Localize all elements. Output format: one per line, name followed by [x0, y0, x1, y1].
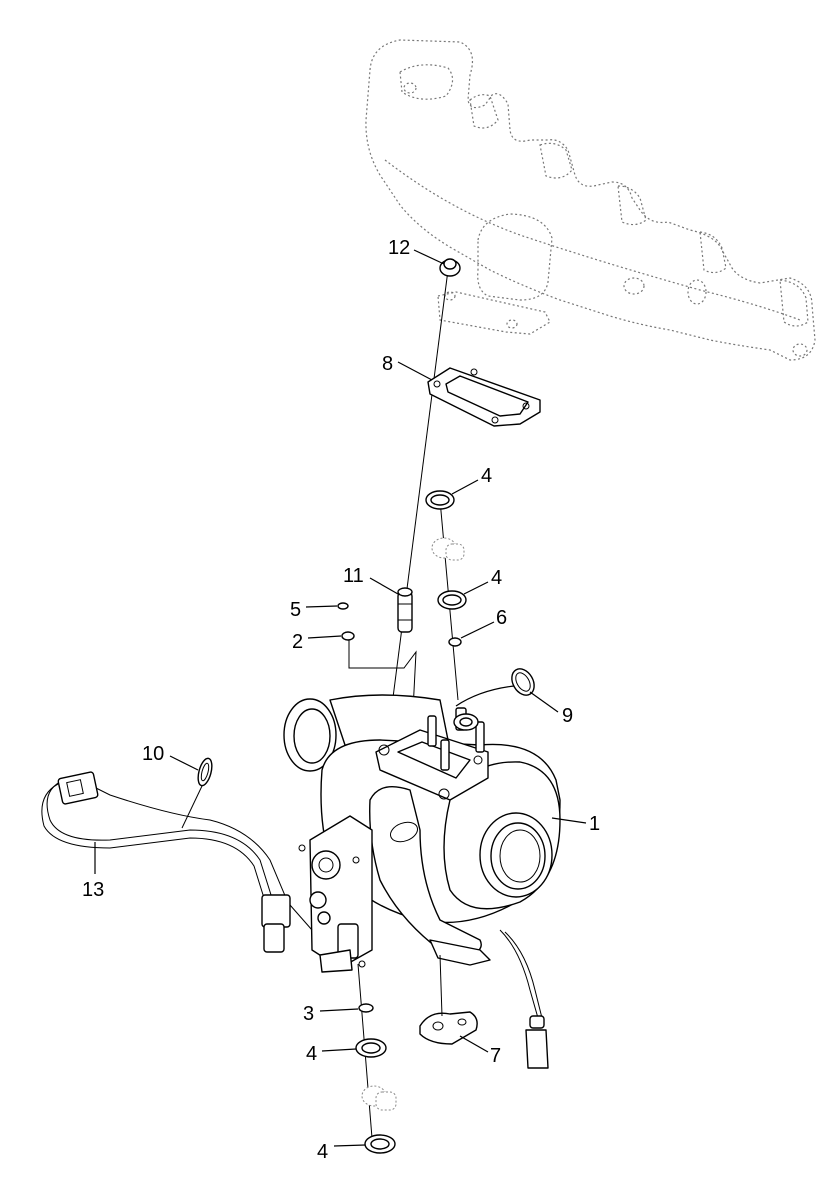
callout-4a: 4 — [451, 465, 492, 495]
callout-label-11: 11 — [343, 565, 364, 587]
callout-label-10: 10 — [142, 743, 164, 765]
callout-label-6: 6 — [496, 607, 507, 629]
clip-part-10 — [181, 757, 213, 829]
wiring-harness-part-13 — [41, 771, 313, 953]
callout-1: 1 — [551, 813, 600, 835]
oring-part-6 — [448, 637, 462, 647]
callout-6: 6 — [460, 607, 507, 639]
exhaust-manifold-phantom — [365, 39, 816, 361]
callouts: 12 8 4 11 4 5 6 2 — [82, 237, 600, 1163]
oring-part-5 — [337, 602, 349, 610]
callout-label-13: 13 — [82, 879, 104, 901]
banjo-bolt-phantom-lower — [361, 1085, 397, 1111]
callout-label-5: 5 — [290, 599, 301, 621]
callout-label-9: 9 — [562, 705, 573, 727]
callout-12: 12 — [388, 237, 445, 265]
sealing-washer-part-4-top — [425, 490, 455, 510]
gasket-part-7 — [419, 954, 478, 1045]
callout-4c: 4 — [306, 1043, 357, 1065]
callout-label-8: 8 — [382, 353, 393, 375]
callout-5: 5 — [290, 599, 338, 621]
sealing-washer-part-4-lower — [355, 1038, 387, 1058]
sealing-washer-part-4-bottom — [364, 1134, 396, 1154]
callout-label-1: 1 — [589, 813, 600, 835]
banjo-bolt-phantom-upper — [431, 537, 465, 561]
flange-nut-part-12 — [439, 258, 461, 277]
sealing-washer-part-4-second — [437, 590, 467, 610]
callout-label-4a: 4 — [481, 465, 492, 487]
callout-3: 3 — [303, 1003, 359, 1025]
callout-label-4d: 4 — [317, 1141, 328, 1163]
callout-label-2: 2 — [292, 631, 303, 653]
callout-4d: 4 — [317, 1141, 366, 1163]
callout-7: 7 — [459, 1035, 501, 1067]
callout-2: 2 — [292, 631, 342, 653]
callout-label-4b: 4 — [491, 567, 502, 589]
oring-leader-line — [348, 640, 417, 731]
oring-part-2 — [341, 631, 355, 641]
callout-label-7: 7 — [490, 1045, 501, 1067]
gasket-part-8 — [427, 367, 541, 427]
stud-part-11 — [397, 587, 413, 633]
oring-part-3 — [358, 1003, 374, 1013]
callout-11: 11 — [343, 565, 399, 595]
callout-13: 13 — [82, 842, 104, 901]
hose-clamp-part-9 — [511, 668, 535, 696]
assembly-axis-line — [385, 269, 449, 753]
callout-label-4c: 4 — [306, 1043, 317, 1065]
callout-9: 9 — [455, 685, 573, 727]
callout-8: 8 — [382, 353, 433, 381]
callout-10: 10 — [142, 743, 199, 771]
callout-4b: 4 — [463, 567, 502, 595]
callout-label-3: 3 — [303, 1003, 314, 1025]
callout-label-12: 12 — [388, 237, 410, 259]
turbocharger-part-1 — [283, 694, 561, 1069]
